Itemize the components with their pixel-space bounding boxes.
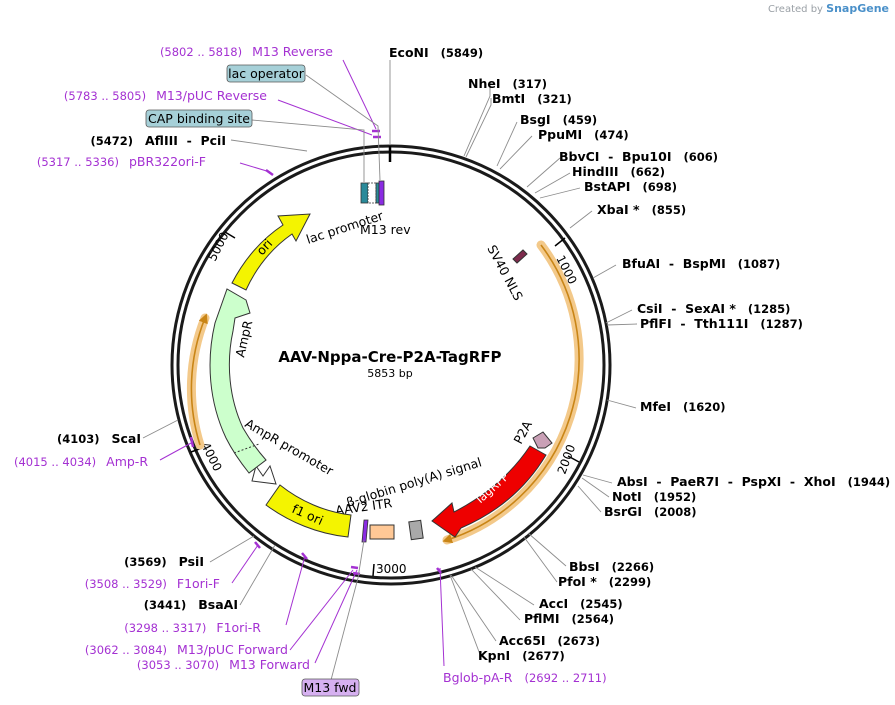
ampr-dashed-marker xyxy=(233,443,260,454)
m13-rev-feature xyxy=(378,180,385,206)
cap-site-box xyxy=(145,109,253,128)
primer-f1ori-f: (3508 .. 3529)F1ori-F xyxy=(85,576,220,591)
lac-operator-feature xyxy=(375,182,380,204)
m13-fwd-box xyxy=(301,678,360,697)
site-pflfi-tth111i: PflFI - Tth111I(1287) xyxy=(640,316,803,331)
ampr-feature xyxy=(209,288,267,474)
primer-m13-puc-forward: (3062 .. 3084)M13/pUC Forward xyxy=(85,642,288,657)
primer-m13-puc-reverse: (5783 .. 5805)M13/pUC Reverse xyxy=(64,88,267,103)
credit-prefix: Created by xyxy=(767,4,823,15)
site-scai: (4103)ScaI xyxy=(57,431,141,446)
f1-ori-feature xyxy=(265,484,352,538)
site-afliii-pcii: (5472)AflIII - PciI xyxy=(90,133,226,148)
site-bstapi: BstAPI(698) xyxy=(584,179,677,194)
ampr-label: AmpR xyxy=(232,319,255,359)
primer-m13-forward: (3053 .. 3070)M13 Forward xyxy=(137,657,310,672)
site-pfoi: PfoI *(2299) xyxy=(558,574,651,589)
ori-feature xyxy=(231,213,311,291)
primer-amp-r: (4015 .. 4034)Amp-R xyxy=(14,454,148,469)
tick-label-3000: 3000 xyxy=(376,562,407,576)
site-bfuai-bspmi: BfuAI - BspMI(1087) xyxy=(622,256,780,271)
primer-bglob-pa-r: Bglob-pA-R(2692 .. 2711) xyxy=(443,670,607,685)
credit-brand: SnapGene xyxy=(826,2,889,15)
ampr-promoter-feature xyxy=(251,464,277,485)
site-kpni: KpnI(2677) xyxy=(478,648,565,663)
site-hindiii: HindIII(662) xyxy=(572,164,665,179)
sv40-nls-feature xyxy=(512,249,528,264)
site-bsrgi: BsrGI(2008) xyxy=(604,504,697,519)
p2a-label: P2A xyxy=(510,418,535,447)
tick-3000 xyxy=(372,563,375,577)
tagrfp-feature xyxy=(431,445,547,538)
site-bmti: BmtI(321) xyxy=(492,91,572,106)
snapgene-credit: Created by SnapGene xyxy=(768,2,889,15)
cre-arrow xyxy=(442,244,580,544)
ampr-region-arrow xyxy=(190,313,208,446)
site-xbai: XbaI *(855) xyxy=(597,202,686,217)
lac-promoter-feature xyxy=(367,182,377,204)
m13-fwd-label: M13 fwd xyxy=(303,680,356,695)
site-bbvci-bpu10i: BbvCI - Bpu10I(606) xyxy=(559,149,718,164)
plasmid-name: AAV-Nppa-Cre-P2A-TagRFP xyxy=(278,348,501,366)
tick-5000 xyxy=(224,231,236,239)
site-noti: NotI(1952) xyxy=(612,489,696,504)
p2a-feature xyxy=(532,431,553,449)
m13-rev-label: M13 rev xyxy=(360,222,411,237)
site-mfei: MfeI(1620) xyxy=(640,399,726,414)
site-bsaai: (3441)BsaAI xyxy=(144,597,238,612)
cap-site-feature xyxy=(360,182,369,204)
feature-leader-lines xyxy=(251,74,381,681)
site-nhei: NheI(317) xyxy=(468,76,547,91)
m13fwd-marker xyxy=(361,519,369,543)
site-csii-sexai: CsiI - SexAI *(1285) xyxy=(637,301,790,316)
lac-operator-box xyxy=(226,64,306,83)
plasmid-size: 5853 bp xyxy=(367,367,412,380)
site-acci: AccI(2545) xyxy=(539,596,623,611)
site-psii: (3569)PsiI xyxy=(124,554,204,569)
primer-f1ori-r: (3298 .. 3317)F1ori-R xyxy=(124,620,261,635)
tick-2000 xyxy=(567,455,580,463)
cap-site-label: CAP binding site xyxy=(148,111,250,126)
site-pflmi: PflMI(2564) xyxy=(524,611,614,626)
tick-label-5000: 5000 xyxy=(205,230,231,264)
primer-pbr322ori-f: (5317 .. 5336)pBR322ori-F xyxy=(37,154,206,169)
primer-m13-reverse: (5802 .. 5818)M13 Reverse xyxy=(160,44,333,59)
site-ppumi: PpuMI(474) xyxy=(538,127,629,142)
site-absi-paer7i-pspxi-xhoi: AbsI - PaeR7I - PspXI - XhoI(1944) xyxy=(617,474,890,489)
site-bsgi: BsgI(459) xyxy=(520,112,597,127)
site-leader-lines xyxy=(142,60,638,658)
lac-operator-label: lac operator xyxy=(228,66,305,81)
site-econi: EcoNI(5849) xyxy=(389,45,483,60)
sv40-nls-label: SV40 NLS xyxy=(484,242,526,303)
site-acc65i: Acc65I(2673) xyxy=(499,633,600,648)
bglobin-feature xyxy=(408,519,424,541)
site-bbsi: BbsI(2266) xyxy=(569,559,654,574)
tick-1000 xyxy=(554,237,566,247)
aav2-itr-feature xyxy=(369,524,395,540)
